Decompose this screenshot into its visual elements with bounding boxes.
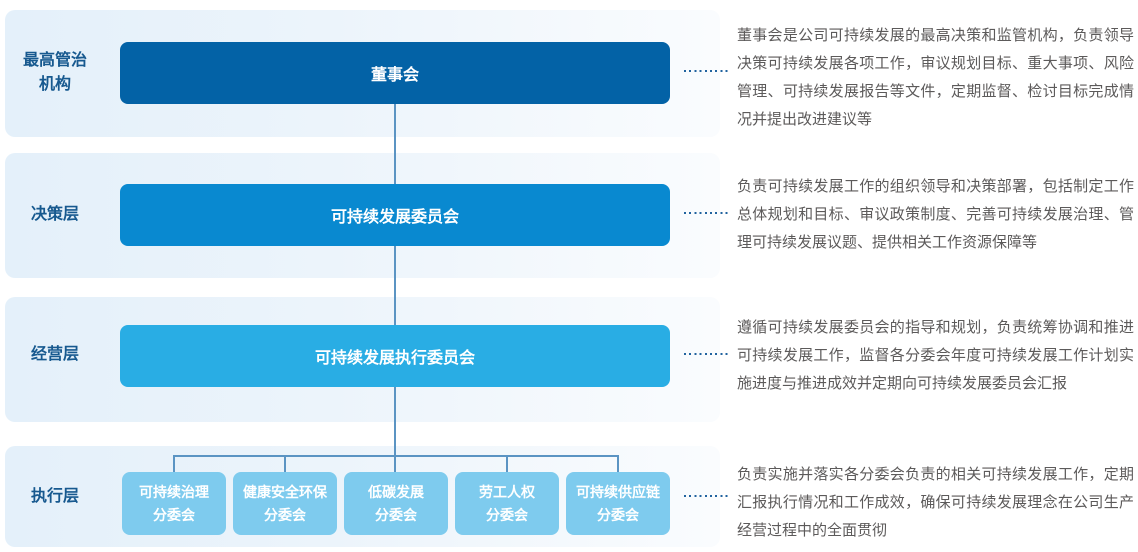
tier-label-line: 机构: [38, 76, 71, 93]
subcommittee-box-supply-chain: 可持续供应链 分委会: [566, 472, 670, 535]
connector-line: [173, 455, 175, 472]
dotted-leader: [684, 495, 730, 497]
box-label: 董事会: [370, 67, 419, 84]
subcommittee-label-line: 可持续供应链: [576, 483, 660, 500]
description-operation: 遵循可持续发展委员会的指导和规划，负责统筹协调和推进可持续发展工作，监督各分委会…: [737, 319, 1134, 392]
connector-line: [173, 455, 619, 457]
tier-label-decision: 决策层: [0, 203, 110, 227]
tier-label-line: 决策层: [30, 206, 79, 223]
connector-line: [506, 455, 508, 472]
subcommittee-box-hse: 健康安全环保 分委会: [233, 472, 337, 535]
subcommittee-label-line: 分委会: [375, 506, 417, 523]
subcommittee-label-line: 健康安全环保: [243, 483, 327, 500]
box-label: 可持续发展委员会: [330, 209, 459, 226]
subcommittee-box-governance: 可持续治理 分委会: [122, 472, 226, 535]
tier-label-line: 执行层: [30, 488, 79, 505]
tier-label-execution: 执行层: [0, 485, 110, 509]
connector-line: [617, 455, 619, 472]
sustainability-executive-committee-box: 可持续发展执行委员会: [120, 325, 670, 387]
connector-line: [394, 246, 396, 325]
connector-line: [394, 387, 396, 472]
subcommittee-box-labor-rights: 劳工人权 分委会: [455, 472, 559, 535]
subcommittee-label-line: 分委会: [153, 506, 195, 523]
sustainability-committee-box: 可持续发展委员会: [120, 184, 670, 246]
tier-label-governance: 最高管治 机构: [0, 49, 110, 97]
dotted-leader: [684, 212, 730, 214]
dotted-leader: [684, 353, 730, 355]
subcommittee-box-low-carbon: 低碳发展 分委会: [344, 472, 448, 535]
subcommittee-label-line: 可持续治理: [139, 483, 209, 500]
subcommittee-label-line: 分委会: [597, 506, 639, 523]
description-decision: 负责可持续发展工作的组织领导和决策部署，包括制定工作总体规划和目标、审议政策制度…: [737, 178, 1134, 251]
tier-label-operation: 经营层: [0, 343, 110, 367]
subcommittee-label-line: 分委会: [486, 506, 528, 523]
subcommittee-label-line: 低碳发展: [368, 483, 424, 500]
connector-line: [394, 104, 396, 184]
subcommittee-label-line: 分委会: [264, 506, 306, 523]
description-execution: 负责实施并落实各分委会负责的相关可持续发展工作，定期汇报执行情况和工作成效，确保…: [737, 466, 1134, 539]
connector-line: [284, 455, 286, 472]
board-of-directors-box: 董事会: [120, 42, 670, 104]
tier-label-line: 经营层: [30, 346, 79, 363]
description-governance: 董事会是公司可持续发展的最高决策和监管机构，负责领导决策可持续发展各项工作，审议…: [737, 27, 1134, 128]
box-label: 可持续发展执行委员会: [314, 350, 475, 367]
subcommittee-label-line: 劳工人权: [479, 483, 535, 500]
tier-label-line: 最高管治: [22, 52, 87, 69]
dotted-leader: [684, 70, 730, 72]
